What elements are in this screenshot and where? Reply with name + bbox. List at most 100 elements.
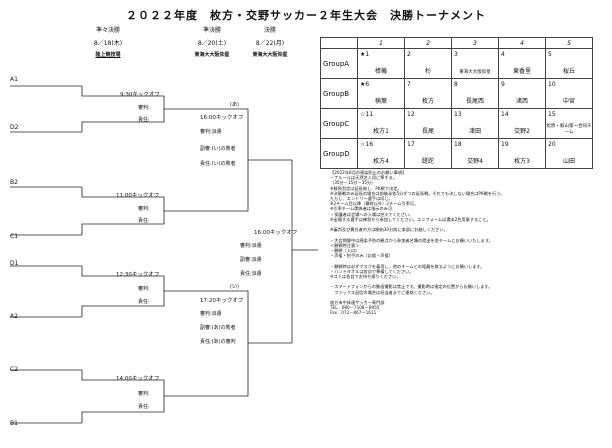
team-number: 19	[501, 141, 509, 148]
team-number: 12	[407, 111, 415, 118]
header-cell: 1	[357, 37, 405, 49]
header-cell: 4	[498, 37, 546, 49]
team-name: 交野4	[467, 158, 483, 165]
team-number: 17	[407, 141, 415, 148]
round-sf-date: 8／20(土)	[197, 40, 227, 47]
note-line: ・声援・拍手のみ（応援・声援）	[330, 253, 393, 259]
sf1-time: 16:00キックオフ	[200, 115, 244, 121]
note-line: ※審判及び責任者の方は開始30分前に本部にお越しください。	[330, 227, 448, 233]
team-name: 楠葉	[374, 98, 387, 105]
team-number: 5	[548, 51, 552, 58]
round-final-venue: 東海大大阪仰星	[252, 52, 288, 58]
notes-block: 【2022年8月の感染防止のお願い事項】・ナルールは天然芝人用に準ずる。（35分…	[330, 170, 504, 316]
note-line: TEL 080－7108－6955	[330, 305, 380, 311]
note-line: ・スマートフォンからの動画撮影は禁止です。撮影時は指定の位置からお願いします。	[330, 284, 493, 290]
group-table-header: 1 2 3 4 5	[320, 37, 593, 49]
slot-label: B2	[10, 179, 18, 186]
note-line: ・保護者は会場への入場は控えてください。	[330, 211, 414, 217]
team-number: 8	[454, 81, 458, 88]
team-name: 交野2	[514, 128, 530, 135]
group-cell: 10 中宮	[545, 78, 593, 109]
note-line: ※決勝戦のみ延長の場合は前後半各5分ずつの延長戦。それでも決しない場合はPK戦を…	[330, 190, 505, 196]
group-name: GroupD	[320, 138, 358, 169]
note-line: （35分－15分－35分）	[330, 180, 376, 186]
qf4-time: 14:00キックオフ	[116, 376, 160, 382]
note-line: ※出場する選手は練習から参加してください。ユニフォームは濃淡2色用意すること。	[330, 216, 491, 222]
slot-label: B1	[10, 420, 18, 427]
team-name: 樟機	[374, 68, 387, 75]
note-line: ※ゴミは各自でお持ち帰りください。	[330, 274, 401, 280]
note-line: ・観戦時は必ずマスクを着用し、他のチームとの距離を取るようにお願いします。	[330, 263, 485, 269]
qf2-responsible: 責任:	[138, 218, 150, 224]
team-number: 9	[501, 81, 505, 88]
note-line: ※2チーム目以降（最終以外）2チーム引率可。	[330, 201, 419, 207]
team-name: 杉	[424, 68, 431, 75]
sf1-referee: 審判:派遣	[200, 129, 222, 135]
round-qf-label: 準々決勝	[95, 27, 120, 34]
sf2-sub-referee: 副審:(あ)の敗者	[200, 325, 236, 331]
round-final-label: 決勝	[263, 27, 276, 34]
note-line: ・大会期間中は感染予防の観点から参加者名簿の提出を各チームにお願いいたします。	[330, 237, 493, 243]
group-cell: ★1 樟機	[357, 48, 405, 79]
final-referee: 審判:派遣	[240, 243, 262, 249]
qf2-connector	[81, 187, 165, 235]
team-name: 枚方4	[373, 158, 389, 165]
qf4-responsible: 責任:	[138, 404, 150, 410]
sf1-responsible: 責任:(い)の敗者	[200, 161, 236, 167]
slot-label: C2	[10, 366, 19, 373]
team-number: 3	[454, 51, 458, 58]
note-line: ※引率チーム関係者は指示のみ可	[330, 206, 393, 212]
team-name: 渚西	[515, 98, 528, 105]
team-name: 中宮	[562, 98, 575, 105]
qf2-referee: 審判:	[138, 206, 150, 212]
sf2-code: (い)	[230, 284, 239, 290]
header-blank	[320, 37, 358, 49]
team-name: 津田	[468, 128, 481, 135]
header-cell: 2	[404, 37, 452, 49]
group-cell: 14 交野2	[498, 108, 546, 139]
team-number: ★1	[360, 51, 370, 58]
note-line: Fax 072－867－1611	[330, 310, 377, 316]
note-line: 枚方市中体連サッカー専門部	[330, 300, 385, 305]
qf3-time: 12:30キックオフ	[116, 272, 160, 278]
team-number: 10	[548, 81, 556, 88]
slot-label: A1	[10, 76, 18, 83]
team-number: 18	[454, 141, 462, 148]
round-sf-venue: 東海大大阪仰星	[194, 52, 230, 58]
final-responsible: 責任:派遣	[240, 271, 262, 277]
team-name: 枚方3	[514, 158, 530, 165]
note-line: ※勝負判定は延長無し、PK戦で決定。	[330, 185, 402, 191]
final-time: 16:00キックオフ	[254, 230, 298, 236]
slot-label: D2	[10, 124, 19, 131]
sf2-connector	[192, 290, 249, 397]
group-name: GroupC	[320, 108, 358, 139]
team-number: 14	[501, 111, 509, 118]
round-final-date: 8／22(月)	[255, 40, 285, 47]
team-number: 15	[548, 111, 556, 118]
group-name: GroupB	[320, 78, 358, 109]
qf1-responsible: 責任:	[138, 117, 150, 123]
sf2-responsible: 責任:(あ)の審判	[200, 339, 236, 345]
team-number: ★6	[360, 81, 370, 88]
team-number: 7	[407, 81, 411, 88]
group-cell: 19 枚方3	[498, 138, 546, 169]
round-qf-venue: 陸上競技場	[95, 52, 121, 58]
team-name: 枚方1	[373, 128, 389, 135]
page-title: ２０２２年度 枚方・交野サッカー２年生大会 決勝トーナメント	[126, 9, 486, 22]
